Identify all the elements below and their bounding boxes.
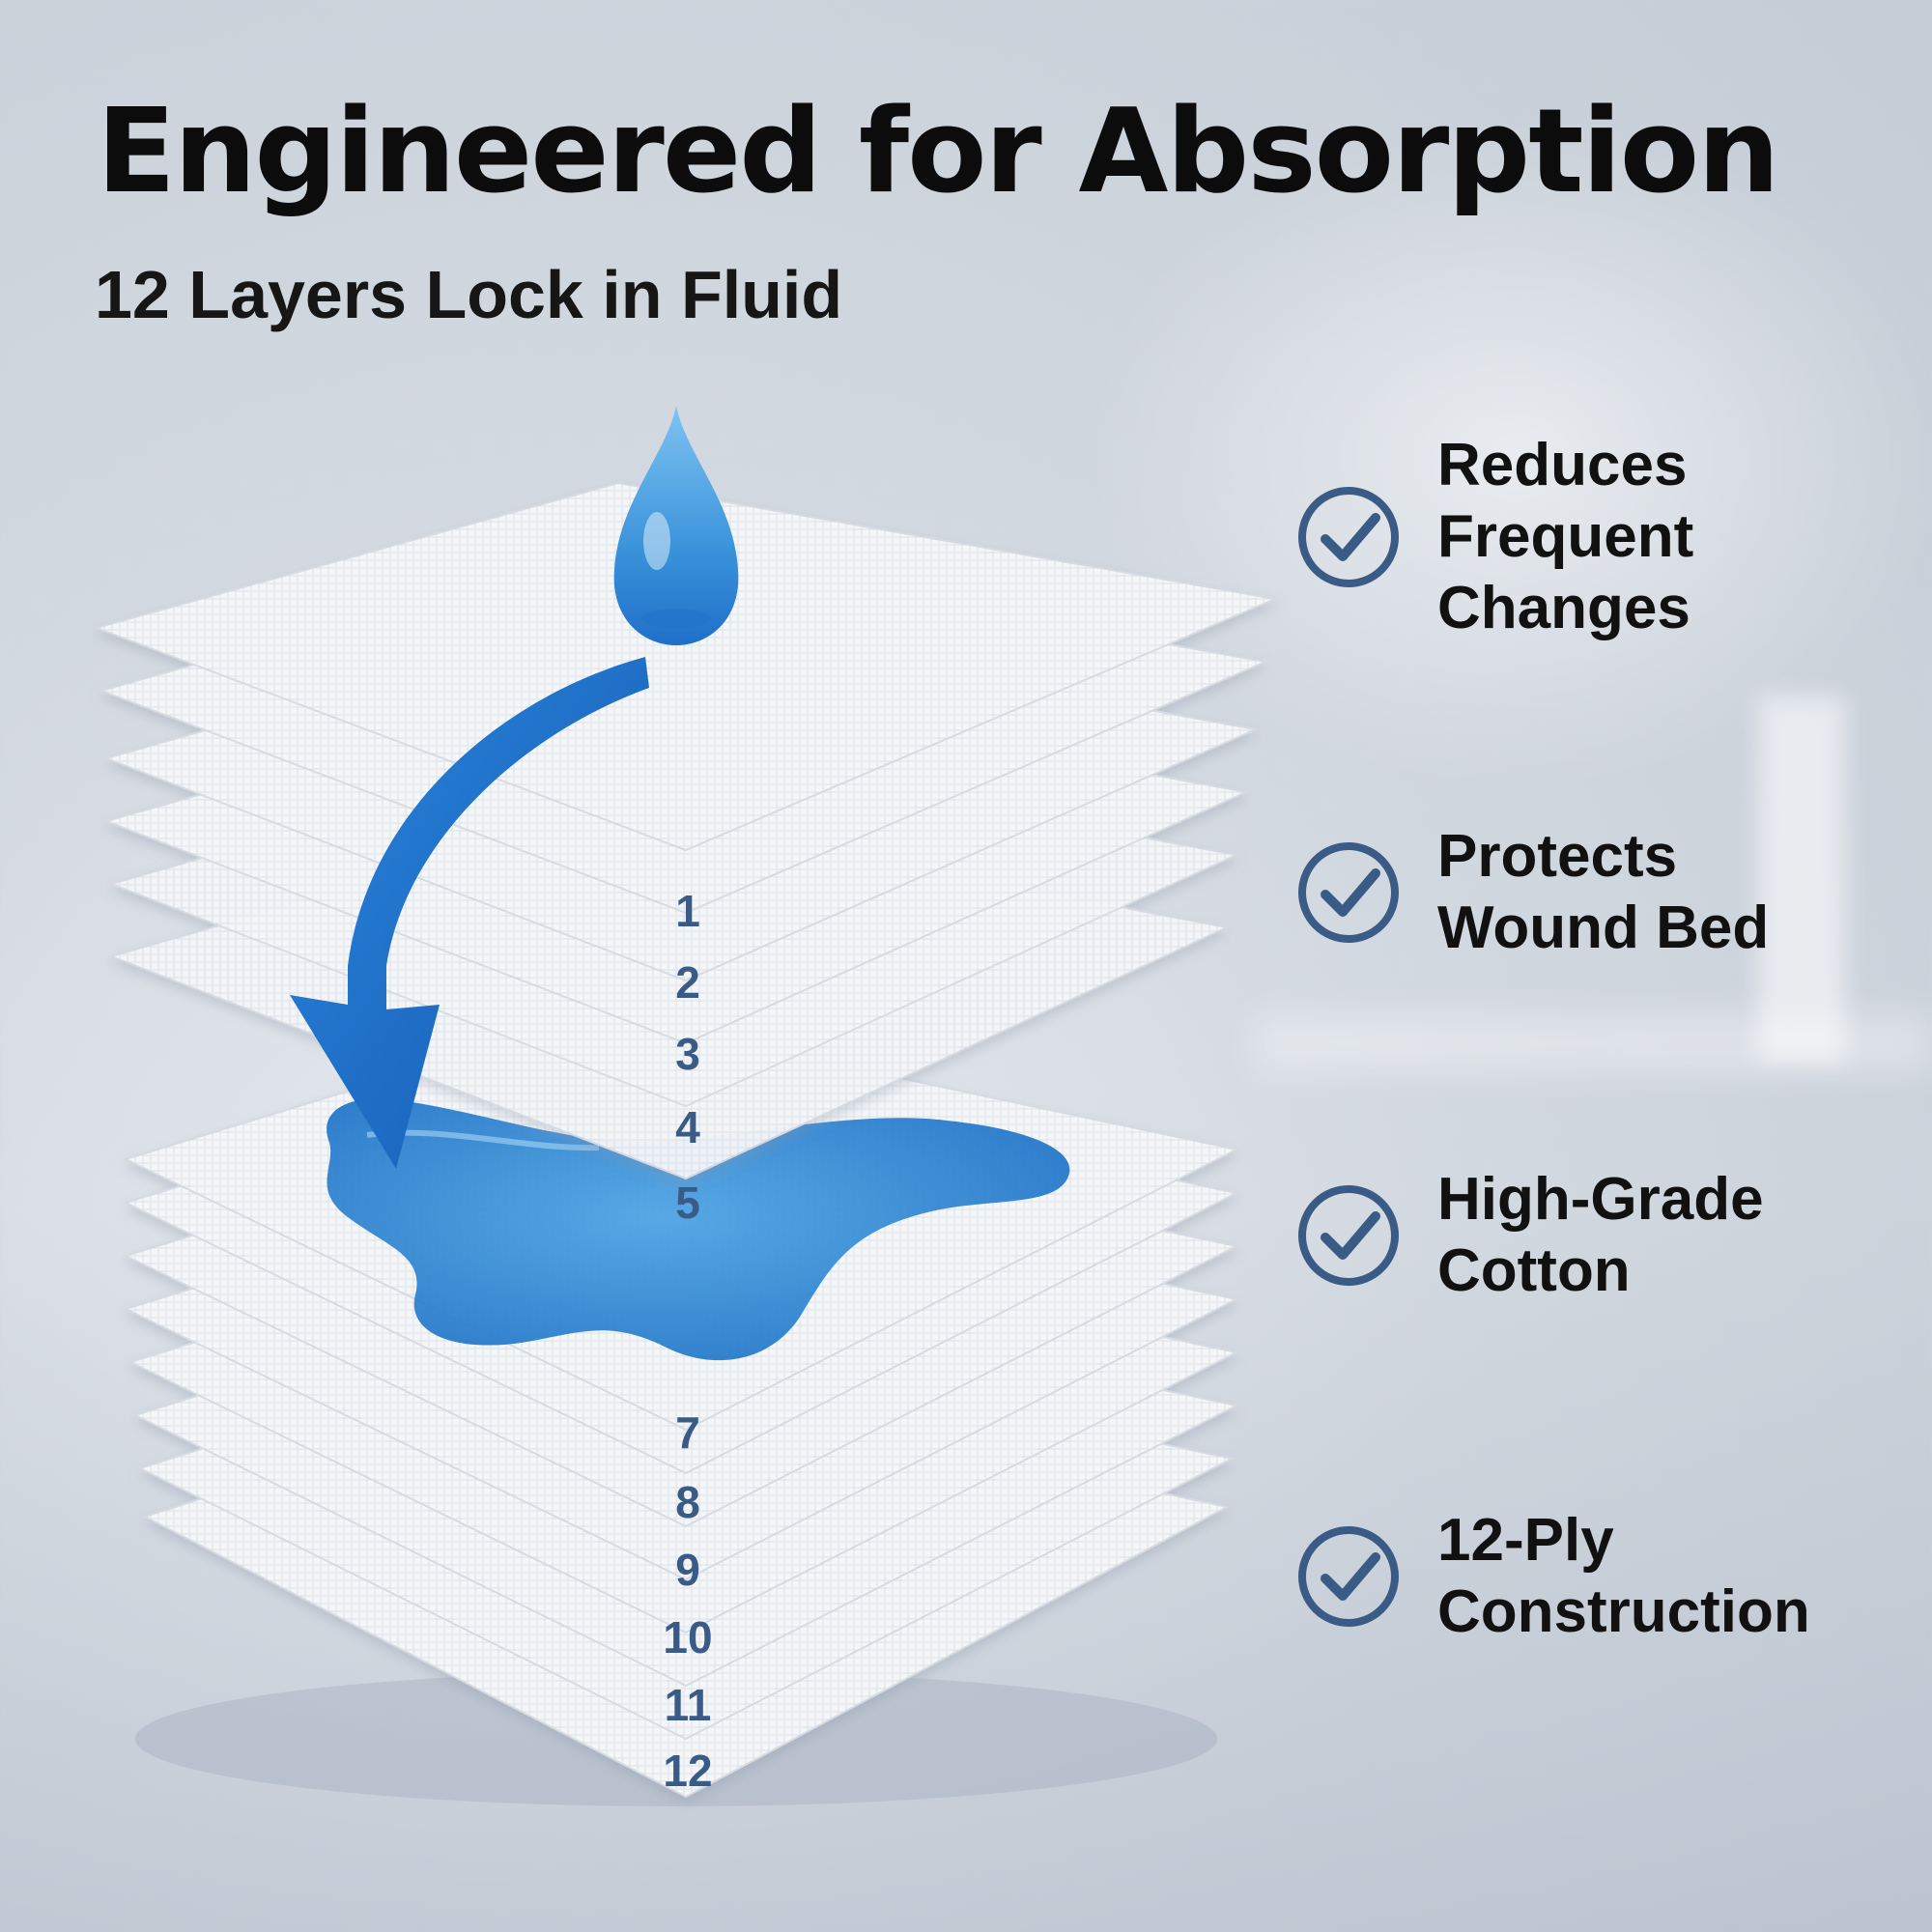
feature-line: Protects xyxy=(1437,823,1678,890)
feature-label: 12-Ply Construction xyxy=(1437,1505,1901,1648)
feature-label: Protects Wound Bed xyxy=(1437,821,1901,964)
check-circle-icon xyxy=(1298,1526,1399,1627)
feature-item-12-ply-construction: 12-Ply Construction xyxy=(1294,1505,1901,1648)
upper-gauze-layers xyxy=(93,481,1279,1180)
page-subtitle: 12 Layers Lock in Fluid xyxy=(95,257,843,332)
feature-line: Cotton xyxy=(1437,1237,1631,1304)
page-title: Engineered for Absorption xyxy=(97,85,1780,219)
layer-number-12: 12 xyxy=(663,1746,713,1796)
feature-item-protects-wound-bed: Protects Wound Bed xyxy=(1294,821,1901,964)
layer-number-4: 4 xyxy=(675,1102,700,1152)
feature-line: Frequent xyxy=(1437,503,1694,570)
check-circle-icon xyxy=(1298,1185,1399,1286)
layer-number-3: 3 xyxy=(675,1029,700,1079)
feature-label: High-Grade Cotton xyxy=(1437,1164,1901,1307)
feature-item-reduces-changes: Reduces Frequent Changes xyxy=(1294,430,1901,644)
check-circle-icon xyxy=(1298,842,1399,943)
layer-number-11: 11 xyxy=(664,1680,712,1730)
layer-number-9: 9 xyxy=(675,1545,700,1595)
feature-line: 12-Ply xyxy=(1437,1507,1614,1574)
layer-number-5: 5 xyxy=(675,1178,700,1228)
background-shelf xyxy=(1256,1014,1932,1072)
flow-arrow xyxy=(290,657,649,1169)
feature-item-high-grade-cotton: High-Grade Cotton xyxy=(1294,1164,1901,1307)
water-drop-icon xyxy=(613,406,739,645)
layer-number-10: 10 xyxy=(663,1612,713,1662)
feature-line: Wound Bed xyxy=(1437,895,1770,961)
absorbed-fluid xyxy=(327,1098,1070,1361)
feature-label: Reduces Frequent Changes xyxy=(1437,430,1901,644)
layer-number-1: 1 xyxy=(675,886,700,936)
layer-number-7: 7 xyxy=(675,1407,700,1458)
feature-line: High-Grade xyxy=(1437,1166,1764,1233)
feature-line: Changes xyxy=(1437,575,1690,641)
check-circle-icon xyxy=(1298,487,1399,587)
background-window-light xyxy=(1758,696,1845,1063)
layer-number-8: 8 xyxy=(675,1477,700,1527)
feature-line: Reduces xyxy=(1437,432,1688,498)
feature-line: Construction xyxy=(1437,1578,1810,1645)
layer-number-2: 2 xyxy=(675,957,700,1008)
